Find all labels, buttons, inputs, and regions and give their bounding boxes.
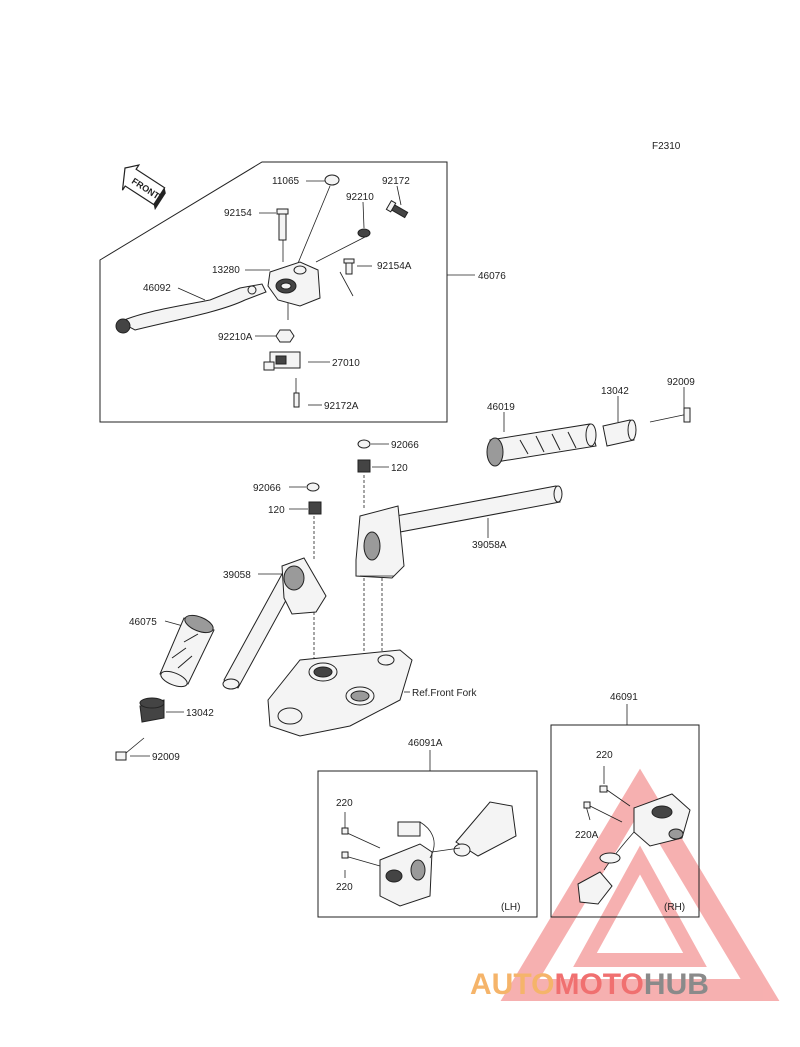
front-arrow-icon: FRONT	[121, 164, 166, 211]
label-46019: 46019	[487, 402, 515, 413]
label-46076: 46076	[478, 271, 506, 282]
left-handlebar	[222, 557, 327, 690]
label-92210: 92210	[346, 192, 374, 203]
label-39058a: 39058A	[472, 540, 507, 551]
label-220-lh-top: 220	[336, 798, 353, 809]
label-220-rh: 220	[596, 750, 613, 761]
watermark-auto: AUTO	[470, 968, 554, 1001]
right-grip-parts	[486, 387, 691, 467]
label-39058: 39058	[223, 570, 251, 581]
label-120-right: 120	[391, 463, 408, 474]
label-13280: 13280	[212, 265, 240, 276]
label-92066-left: 92066	[253, 483, 281, 494]
lever-assembly-parts	[115, 174, 409, 408]
label-rh: (RH)	[664, 902, 685, 913]
label-220a: 220A	[575, 830, 599, 841]
label-46092: 46092	[143, 283, 171, 294]
label-92009-bottom: 92009	[152, 752, 180, 763]
label-46091: 46091	[610, 692, 638, 703]
label-120-left: 120	[268, 505, 285, 516]
label-92009-top: 92009	[667, 377, 695, 388]
label-11065: 11065	[272, 176, 300, 187]
label-27010: 27010	[332, 358, 360, 369]
right-handlebar	[355, 485, 563, 579]
label-lh: (LH)	[501, 902, 520, 913]
lh-switch-parts	[341, 801, 517, 907]
rh-switch-parts	[577, 766, 691, 905]
svg-text:AUTOMOTOHUB: AUTOMOTOHUB	[470, 968, 709, 1001]
leader-lines-top	[177, 180, 475, 406]
watermark-text: AUTOMOTOHUB	[470, 968, 709, 1001]
label-46091a: 46091A	[408, 738, 443, 749]
label-92210a: 92210A	[218, 332, 253, 343]
rh-switch-box	[550, 724, 700, 918]
lever-assembly-box	[99, 161, 448, 423]
left-grip-parts	[115, 614, 215, 761]
label-92154: 92154	[224, 208, 252, 219]
label-92172: 92172	[382, 176, 410, 187]
label-92066-right: 92066	[391, 440, 419, 451]
label-ref-front-fork: Ref.Front Fork	[412, 688, 477, 699]
label-92172a: 92172A	[324, 401, 359, 412]
label-13042-bottom: 13042	[186, 708, 214, 719]
watermark-hub: HUB	[644, 968, 709, 1001]
figure-code: F2310	[652, 141, 681, 152]
label-92154a: 92154A	[377, 261, 412, 272]
label-46075: 46075	[129, 617, 157, 628]
triple-clamp	[267, 649, 413, 737]
lh-switch-box	[317, 770, 538, 918]
label-13042-top: 13042	[601, 386, 629, 397]
clamp-fasteners	[289, 439, 389, 560]
label-220-lh-bottom: 220	[336, 882, 353, 893]
watermark-moto: MOTO	[554, 968, 643, 1001]
